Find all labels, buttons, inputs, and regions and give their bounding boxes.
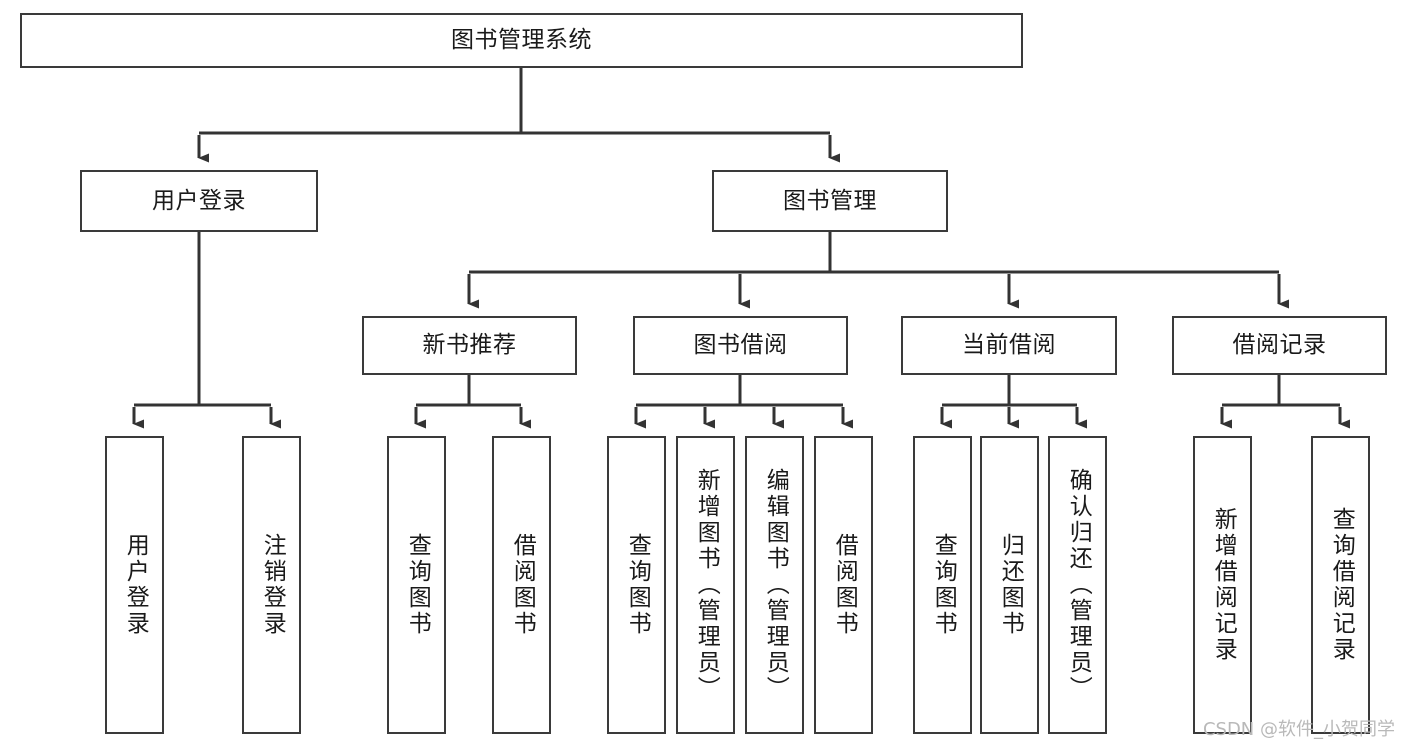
leaf-logout-label: 注销登录 xyxy=(259,533,286,637)
leaf-edit-book-label: 编辑图书（管理员） xyxy=(762,468,789,702)
node-book-management-label: 图书管理 xyxy=(783,187,877,214)
leaf-user-login[interactable]: 用户登录 xyxy=(105,436,164,734)
node-current-borrow[interactable]: 当前借阅 xyxy=(901,316,1117,375)
node-book-borrow[interactable]: 图书借阅 xyxy=(633,316,848,375)
leaf-borrow-book-1-label: 借阅图书 xyxy=(509,533,536,637)
leaf-user-login-label: 用户登录 xyxy=(122,533,149,637)
node-borrow-record-label: 借阅记录 xyxy=(1232,332,1327,358)
leaf-query-book-2[interactable]: 查询图书 xyxy=(607,436,666,734)
leaf-add-record-label: 新增借阅记录 xyxy=(1210,507,1237,663)
node-user-login[interactable]: 用户登录 xyxy=(80,170,318,232)
node-current-borrow-label: 当前借阅 xyxy=(962,332,1056,358)
node-root[interactable]: 图书管理系统 xyxy=(20,13,1023,68)
leaf-query-book-2-label: 查询图书 xyxy=(624,533,651,637)
leaf-add-book-label: 新增图书（管理员） xyxy=(693,468,720,702)
leaf-query-book-3-label: 查询图书 xyxy=(930,533,957,637)
leaf-borrow-book-2[interactable]: 借阅图书 xyxy=(814,436,873,734)
leaf-borrow-book-1[interactable]: 借阅图书 xyxy=(492,436,551,734)
node-user-login-label: 用户登录 xyxy=(152,187,246,214)
node-borrow-record[interactable]: 借阅记录 xyxy=(1172,316,1387,375)
node-book-management[interactable]: 图书管理 xyxy=(712,170,948,232)
watermark-text: CSDN @软件_小贺同学 xyxy=(1202,719,1395,740)
leaf-query-record[interactable]: 查询借阅记录 xyxy=(1311,436,1370,734)
leaf-logout[interactable]: 注销登录 xyxy=(242,436,301,734)
leaf-query-book-1[interactable]: 查询图书 xyxy=(387,436,446,734)
node-new-book-recommend[interactable]: 新书推荐 xyxy=(362,316,577,375)
leaf-query-book-3[interactable]: 查询图书 xyxy=(913,436,972,734)
leaf-query-book-1-label: 查询图书 xyxy=(404,533,431,637)
leaf-borrow-book-2-label: 借阅图书 xyxy=(831,533,858,637)
leaf-add-book[interactable]: 新增图书（管理员） xyxy=(676,436,735,734)
leaf-add-record[interactable]: 新增借阅记录 xyxy=(1193,436,1252,734)
node-book-borrow-label: 图书借阅 xyxy=(693,332,788,358)
node-root-label: 图书管理系统 xyxy=(451,27,592,53)
leaf-return-book-label: 归还图书 xyxy=(997,533,1024,637)
leaf-edit-book[interactable]: 编辑图书（管理员） xyxy=(745,436,804,734)
leaf-confirm-return[interactable]: 确认归还（管理员） xyxy=(1048,436,1107,734)
node-new-book-recommend-label: 新书推荐 xyxy=(422,332,517,358)
leaf-confirm-return-label: 确认归还（管理员） xyxy=(1065,468,1092,702)
leaf-query-record-label: 查询借阅记录 xyxy=(1328,507,1355,663)
leaf-return-book[interactable]: 归还图书 xyxy=(980,436,1039,734)
